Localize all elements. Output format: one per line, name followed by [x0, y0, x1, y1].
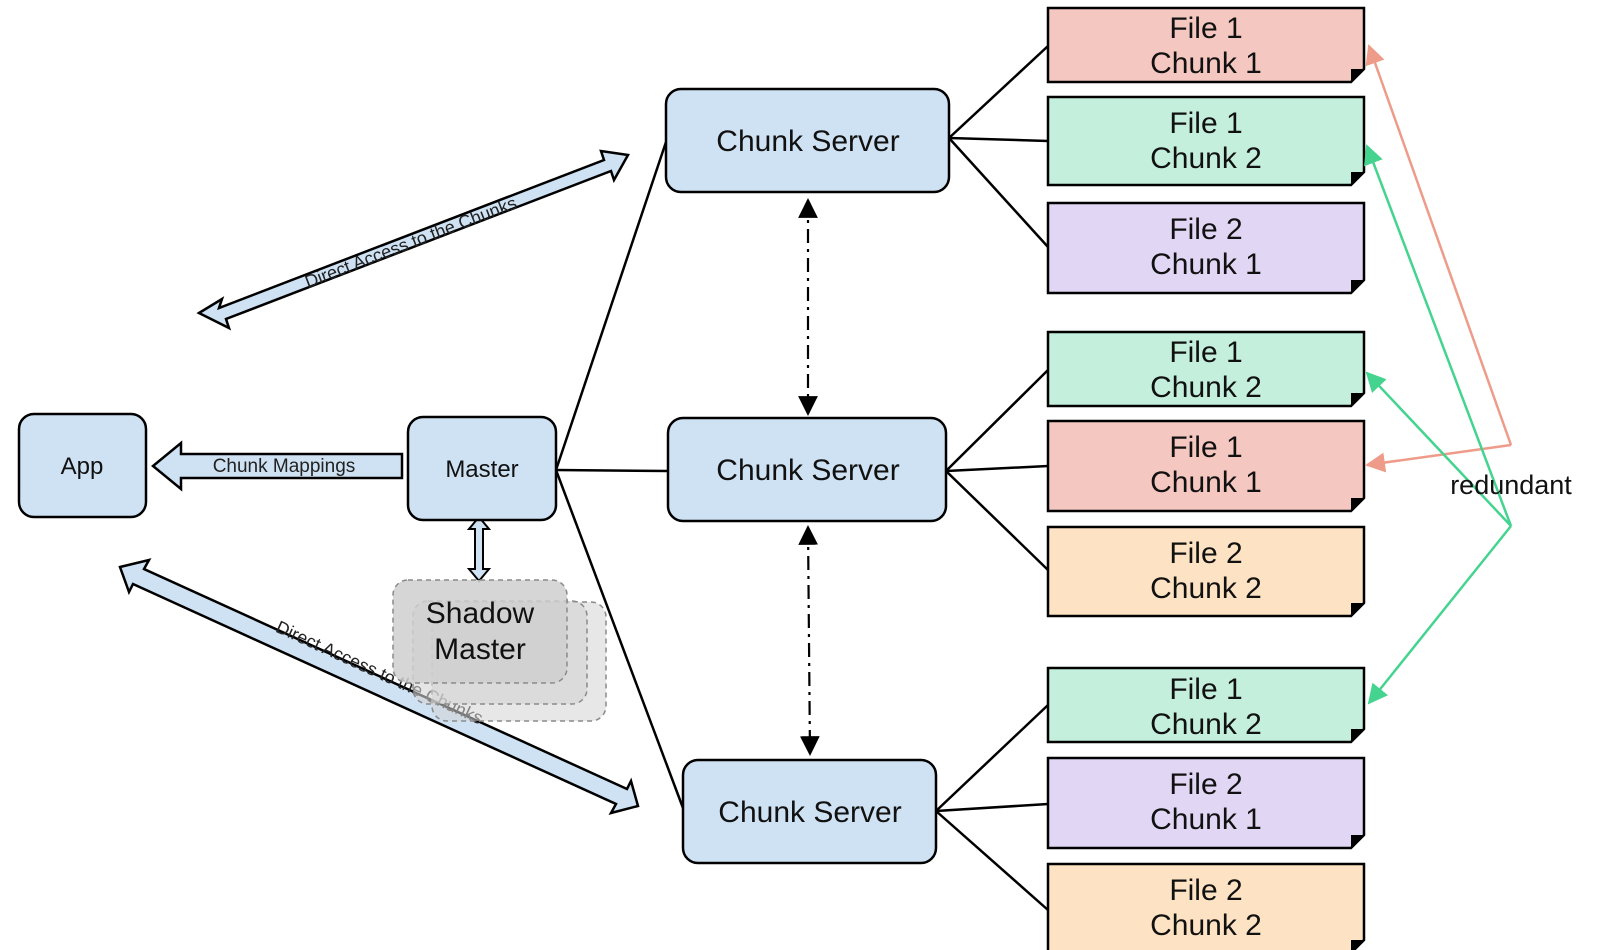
master-label: Master	[445, 456, 518, 483]
chunk-server-label: Chunk Server	[716, 125, 899, 158]
chunk-server-label: Chunk Server	[718, 796, 901, 829]
chunk-number-label: Chunk 2	[1150, 142, 1262, 175]
chunk-box: File 1 Chunk 2	[1046, 95, 1366, 187]
redundant-red-arrows	[1365, 44, 1513, 473]
shadow-master-label-line1: Shadow	[426, 597, 535, 630]
chunk-file-label: File 2	[1169, 213, 1242, 246]
chunk-file-label: File 2	[1169, 874, 1242, 907]
chunk-box: File 2 Chunk 1	[1046, 201, 1366, 295]
master-node: Master	[406, 415, 558, 522]
chunk-box: File 2 Chunk 1	[1046, 756, 1366, 850]
master-shadow-arrow	[466, 515, 492, 583]
redundant-green-arrows	[1364, 144, 1513, 705]
chunk-server-node: Chunk Server	[681, 758, 938, 865]
chunk-number-label: Chunk 1	[1150, 47, 1262, 80]
chunk-server-label: Chunk Server	[716, 454, 899, 487]
chunk-number-label: Chunk 1	[1150, 248, 1262, 281]
chunk-mappings-arrow: Chunk Mappings	[151, 440, 404, 492]
chunk-number-label: Chunk 1	[1150, 803, 1262, 836]
app-node: App	[17, 412, 148, 519]
direct-access-label-top: Direct Access to the Chunks	[302, 193, 519, 292]
chunk-number-label: Chunk 2	[1150, 572, 1262, 605]
chunk-box: File 1 Chunk 1	[1046, 6, 1366, 84]
chunk-file-label: File 2	[1169, 768, 1242, 801]
chunk-box: File 1 Chunk 1	[1046, 419, 1366, 513]
chunk-mappings-label: Chunk Mappings	[213, 456, 356, 477]
chunk-number-label: Chunk 2	[1150, 909, 1262, 942]
chunk-box: File 2 Chunk 2	[1046, 862, 1366, 950]
redundant-label: redundant	[1450, 470, 1572, 500]
chunk-box: File 2 Chunk 2	[1046, 525, 1366, 618]
chunk-number-label: Chunk 1	[1150, 466, 1262, 499]
chunk-file-label: File 1	[1169, 107, 1242, 140]
chunk-number-label: Chunk 2	[1150, 708, 1262, 741]
chunk-box: File 1 Chunk 2	[1046, 666, 1366, 744]
chunk-file-label: File 1	[1169, 673, 1242, 706]
chunk-file-label: File 1	[1169, 12, 1242, 45]
shadow-master-label-line2: Master	[434, 633, 526, 666]
chunk-number-label: Chunk 2	[1150, 371, 1262, 404]
server-chunk-links	[935, 45, 1049, 911]
shadow-master-stack: Shadow Master	[392, 579, 607, 722]
master-server-links	[554, 141, 685, 809]
chunk-file-label: File 1	[1169, 336, 1242, 369]
direct-access-arrow-top: Direct Access to the Chunks	[196, 149, 630, 331]
chunk-server-node: Chunk Server	[666, 416, 948, 523]
app-label: App	[61, 453, 104, 480]
chunk-box: File 1 Chunk 2	[1046, 330, 1366, 408]
chunk-file-label: File 1	[1169, 431, 1242, 464]
chunk-file-label: File 2	[1169, 537, 1242, 570]
chunk-server-node: Chunk Server	[664, 87, 951, 194]
server-sync-links	[798, 198, 820, 756]
